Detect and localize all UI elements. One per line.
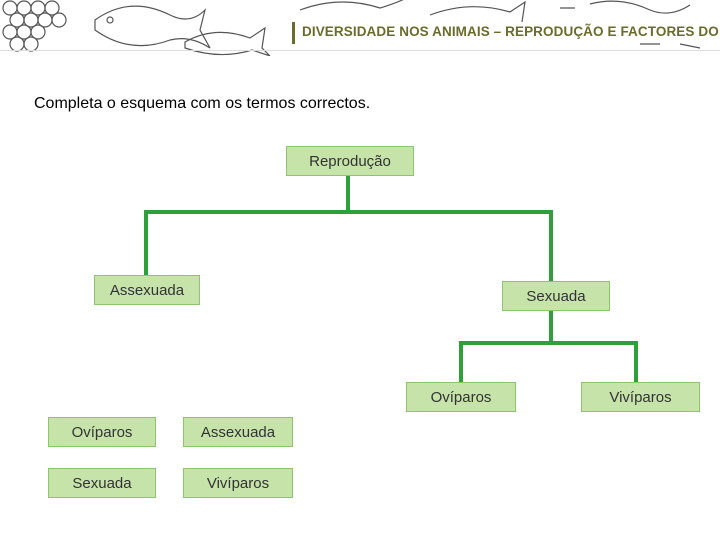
node-viviparos: Vivíparos	[581, 382, 700, 412]
word-bank-item[interactable]: Assexuada	[183, 417, 293, 447]
header-banner: DIVERSIDADE NOS ANIMAIS – REPRODUÇÃO E F…	[0, 0, 720, 56]
node-oviparos: Ovíparos	[406, 382, 516, 412]
fish-pattern-decoration	[0, 0, 720, 56]
word-bank-item[interactable]: Ovíparos	[48, 417, 156, 447]
instruction-text: Completa o esquema com os termos correct…	[34, 95, 371, 112]
word-bank-item[interactable]: Sexuada	[48, 468, 156, 498]
node-assexuada: Assexuada	[94, 275, 200, 305]
word-bank-item[interactable]: Vivíparos	[183, 468, 293, 498]
banner-title: DIVERSIDADE NOS ANIMAIS – REPRODUÇÃO E F…	[302, 24, 720, 39]
node-reproducao: Reprodução	[286, 146, 414, 176]
node-sexuada: Sexuada	[502, 281, 610, 311]
